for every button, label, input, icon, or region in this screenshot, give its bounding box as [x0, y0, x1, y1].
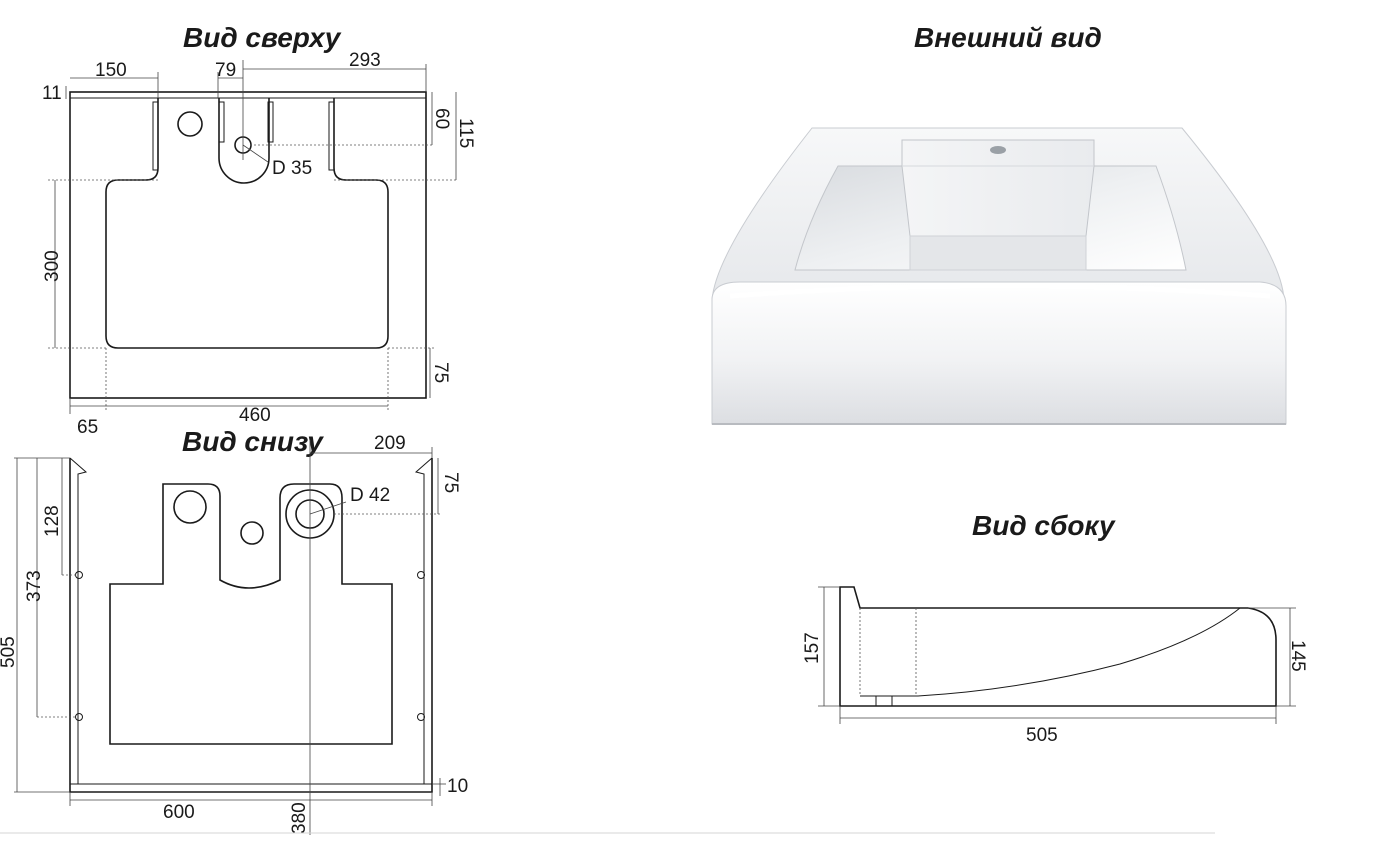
- side-view-title: Вид сбоку: [972, 510, 1116, 541]
- dim-300: 300: [42, 250, 63, 282]
- top-view-rib-right: [328, 101, 335, 171]
- bottom-view-hole-leader: [309, 501, 347, 515]
- bottom-view-bowl-outline: [109, 483, 393, 745]
- exterior-view: Внешний вид: [711, 22, 1287, 425]
- dim-75: 75: [430, 362, 451, 383]
- bottom-view-small-hole: [240, 521, 264, 545]
- dim-145: 145: [1287, 640, 1308, 672]
- dim-10: 10: [447, 776, 468, 797]
- dim-65: 65: [77, 417, 98, 438]
- dim-150: 150: [95, 60, 127, 81]
- bottom-view-inner-frame: [69, 457, 433, 785]
- dim-79: 79: [215, 60, 236, 81]
- bottom-view-title: Вид снизу: [182, 426, 324, 457]
- bottom-view-outline: [69, 458, 433, 793]
- dim-11: 11: [42, 83, 62, 104]
- side-view-bowl-curve: [860, 607, 1241, 697]
- dim-600: 600: [163, 802, 195, 823]
- bottom-view-hole-label: D 42: [350, 485, 390, 506]
- bottom-view-overflow-hole: [173, 490, 207, 524]
- dim-373: 373: [24, 570, 45, 602]
- dim-60: 60: [431, 108, 452, 129]
- side-view-outline: [839, 586, 1277, 707]
- exterior-view-title: Внешний вид: [914, 22, 1102, 53]
- top-view-overflow-hole: [177, 111, 203, 137]
- mount-screw-icon-1: [75, 571, 83, 579]
- bottom-view: Вид снизу D 42 209 75 505 373: [0, 426, 468, 835]
- top-view-rib-left: [152, 101, 159, 171]
- dim-157: 157: [802, 632, 823, 664]
- dim-115: 115: [455, 118, 476, 148]
- top-view-bowl-outline: [105, 98, 389, 349]
- side-view: Вид сбоку 157 145 505: [802, 510, 1308, 746]
- dim-380: 380: [289, 802, 310, 834]
- mount-screw-icon-3: [75, 713, 83, 721]
- sink-render: [711, 127, 1287, 425]
- top-view-outline: [69, 91, 427, 399]
- top-view-rib-mid-right: [267, 101, 274, 143]
- dim-293: 293: [349, 50, 381, 71]
- dim-505: 505: [0, 636, 19, 668]
- tap-hole-icon: [990, 146, 1006, 154]
- dim-128: 128: [42, 505, 63, 537]
- top-view-title: Вид сверху: [183, 22, 342, 53]
- dim-75b: 75: [440, 472, 461, 493]
- mount-screw-icon-2: [417, 571, 425, 579]
- dim-460: 460: [239, 405, 271, 426]
- dim-505s: 505: [1026, 725, 1058, 746]
- top-view: Вид сверху D 35 150 79 293 11: [42, 22, 476, 438]
- top-view-tap-slot: [218, 98, 270, 184]
- mount-screw-icon-4: [417, 713, 425, 721]
- top-view-hole-label: D 35: [272, 158, 312, 179]
- dim-209: 209: [374, 433, 406, 454]
- top-view-hole-leader: [242, 144, 269, 163]
